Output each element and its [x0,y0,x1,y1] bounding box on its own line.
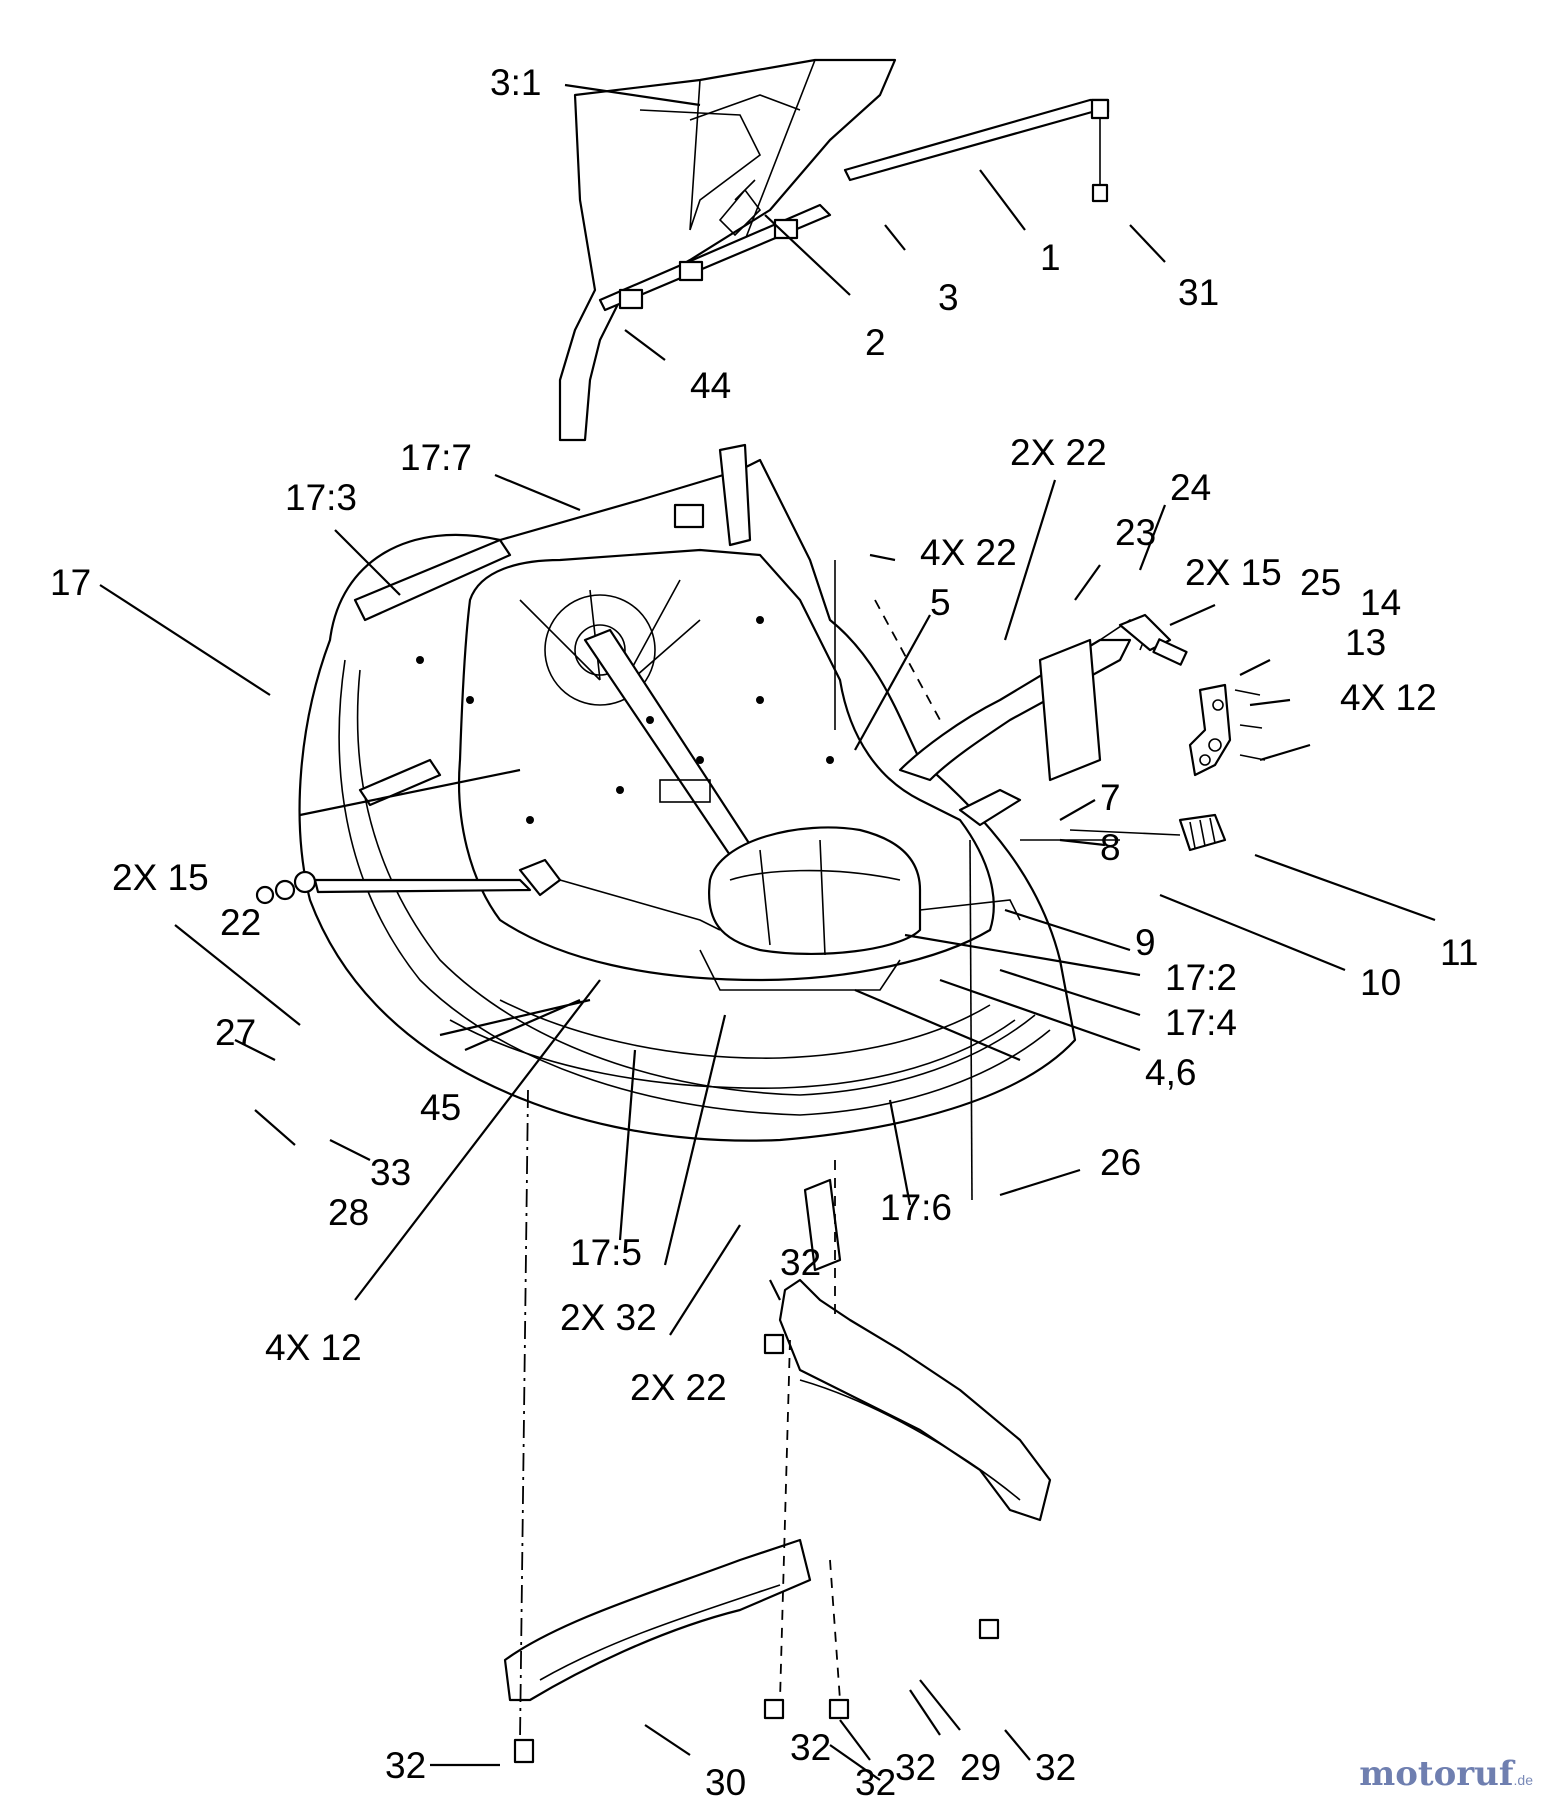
callout-45: 45 [420,1087,461,1128]
callout-4x12-left: 4X 12 [265,1327,362,1368]
callout-23: 23 [1115,512,1156,553]
callout-4-6: 4,6 [1145,1052,1196,1093]
callout-11: 11 [1440,932,1478,973]
callout-22: 22 [220,902,261,943]
callout-17: 17 [50,562,91,603]
watermark-brand: motoruf [1359,1754,1514,1794]
callout-7: 7 [1100,777,1121,818]
watermark-logo: motoruf.de [1359,1754,1533,1794]
callout-2x22-top: 2X 22 [1010,432,1107,473]
callout-2x22-bottom: 2X 22 [630,1367,727,1408]
callout-3: 3 [938,277,959,318]
callout-17-6: 17:6 [880,1187,952,1228]
callout-32-e: 32 [385,1745,426,1786]
watermark-suffix: .de [1513,1772,1533,1788]
lower-baffle-assembly [503,1178,1052,1764]
callout-4x22: 4X 22 [920,532,1017,573]
callout-17-5: 17:5 [570,1232,642,1273]
callout-30: 30 [705,1762,746,1800]
callout-10: 10 [1360,962,1401,1003]
callout-17-2: 17:2 [1165,957,1237,998]
callout-33: 33 [370,1152,411,1193]
callout-8: 8 [1100,827,1121,868]
callout-17-3: 17:3 [285,477,357,518]
callout-27: 27 [215,1012,256,1053]
callout-4x12-right: 4X 12 [1340,677,1437,718]
callout-labels: 3:1 1 31 2 3 44 17:7 17:3 17 2X 22 24 23… [50,62,1478,1800]
callout-32-a: 32 [780,1242,821,1283]
height-adjust-linkage [255,613,1266,905]
mower-deck-housing [298,443,1077,1142]
callout-29: 29 [960,1747,1001,1788]
callout-5: 5 [930,582,951,623]
callout-32-d: 32 [855,1762,896,1800]
callout-32-f: 32 [790,1727,831,1768]
callout-32-b: 32 [1035,1747,1076,1788]
callout-44: 44 [690,365,731,406]
callout-2: 2 [865,322,886,363]
callout-17-4: 17:4 [1165,1002,1237,1043]
callout-25: 25 [1300,562,1341,603]
leader-lines [99,83,1436,1781]
callout-2x32: 2X 32 [560,1297,657,1338]
alignment-lines [519,560,973,1741]
callout-9: 9 [1135,922,1156,963]
discharge-chute-assembly [558,58,1110,442]
callout-14: 14 [1360,582,1401,623]
callout-28: 28 [328,1192,369,1233]
callout-31: 31 [1178,272,1219,313]
callout-26: 26 [1100,1142,1141,1183]
callout-32-c: 32 [895,1747,936,1788]
callout-17-7: 17:7 [400,437,472,478]
callout-2x15-left: 2X 15 [112,857,209,898]
callout-3-1: 3:1 [490,62,541,103]
callout-13: 13 [1345,622,1386,663]
callout-24: 24 [1170,467,1211,508]
deck-bolt-holes [416,616,834,824]
callout-1: 1 [1040,237,1061,278]
callout-2x15-right: 2X 15 [1185,552,1282,593]
